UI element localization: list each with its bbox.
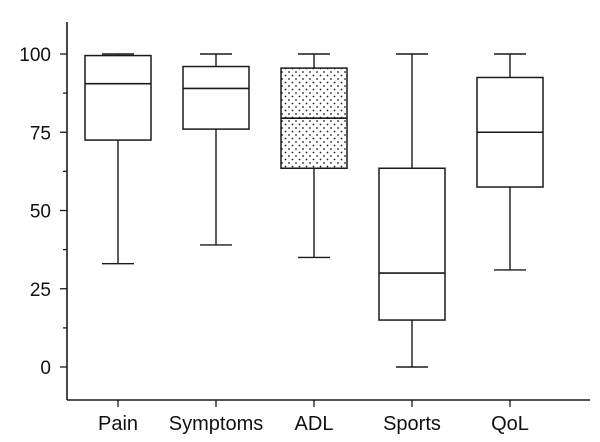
box-iqr [378,167,446,321]
x-tick-label: Symptoms [169,413,263,435]
x-tick-label: ADL [295,413,334,435]
y-tick-label: 0 [40,358,51,379]
box-pain [84,53,152,265]
box-iqr [84,54,152,141]
x-tick-label: Pain [98,413,138,435]
box-symptoms [182,53,250,246]
y-tick-label: 75 [30,123,51,144]
box-iqr [182,65,250,130]
boxes [84,53,544,368]
box-adl [280,53,348,259]
y-tick-label: 25 [30,280,51,301]
x-tick-label: QoL [491,413,529,435]
y-tick-label: 100 [19,45,51,66]
x-tick-label: Sports [383,413,441,435]
axes [60,22,590,407]
box-sports [378,53,446,368]
y-tick-label: 50 [30,202,51,223]
box-qol [476,53,544,271]
